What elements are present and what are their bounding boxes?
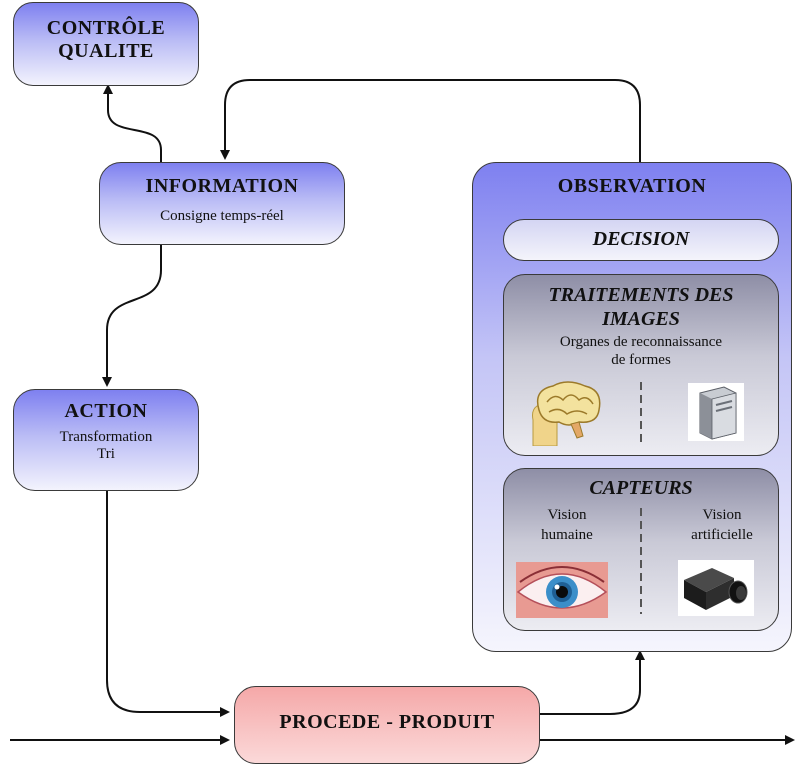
traitements-line1: TRAITEMENTS DES (548, 284, 734, 306)
traitements-separator (640, 382, 642, 442)
eye-icon (516, 562, 608, 618)
information-title: INFORMATION (145, 175, 299, 197)
information-box: INFORMATION Consigne temps-réel (99, 162, 345, 245)
controle-qualite-line1: CONTRÔLE (46, 17, 166, 39)
action-line2: Tri (97, 446, 115, 462)
traitements-line2: IMAGES (602, 308, 680, 330)
arrow-observation-to-information (220, 79, 641, 165)
arrow-information-to-controle (103, 84, 162, 165)
arrow-action-to-procede (106, 491, 230, 717)
observation-title: OBSERVATION (557, 175, 707, 197)
capteurs-right-line1: Vision (702, 507, 742, 523)
procede-produit-title: PROCEDE - PRODUIT (279, 711, 495, 733)
action-box: ACTION Transformation Tri (13, 389, 199, 491)
decision-title: DECISION (592, 228, 690, 250)
action-title: ACTION (64, 400, 148, 422)
capteurs-title: CAPTEURS (589, 477, 693, 499)
procede-produit-box: PROCEDE - PRODUIT (234, 686, 540, 764)
controle-qualite-line2: QUALITE (58, 40, 154, 62)
arrow-information-to-action (102, 243, 162, 387)
traitements-sub1: Organes de reconnaissance (559, 334, 723, 350)
capteurs-right-line2: artificielle (691, 527, 753, 543)
controle-qualite-box: CONTRÔLE QUALITE (13, 2, 199, 86)
information-subtitle: Consigne temps-réel (160, 208, 284, 224)
action-line1: Transformation (59, 429, 153, 445)
camera-icon (678, 560, 754, 616)
traitements-sub2: de formes (611, 352, 671, 368)
capteurs-left-line1: Vision (547, 507, 587, 523)
capteurs-separator (640, 508, 642, 614)
arrow-procede-to-observation (540, 650, 645, 715)
brain-icon (532, 381, 601, 446)
capteurs-left-line2: humaine (541, 527, 593, 543)
computer-tower-icon (688, 383, 744, 441)
decision-box: DECISION (503, 219, 779, 261)
